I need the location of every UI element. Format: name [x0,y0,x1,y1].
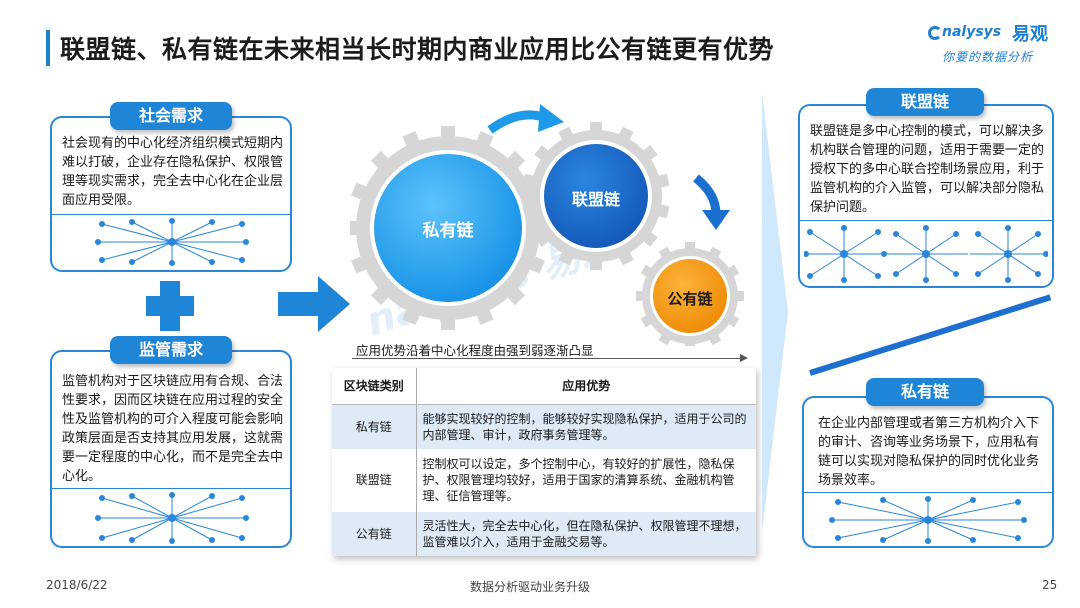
gear-private-label: 私有链 [422,221,474,241]
right-arrow-icon [278,276,350,332]
trend-line [352,358,742,359]
logo-ring-icon [928,26,942,40]
divider-wedge [762,92,788,532]
trend-arrowhead-icon [740,354,748,362]
table-row: 联盟链 控制权可以设定，多个控制中心，有较好的扩展性，隐私保护、权限管理均较好，… [332,448,756,513]
network-diagram-icon [829,496,1027,544]
consortium-divider [800,220,1052,221]
plus-icon-horizontal [146,296,194,316]
logo-chinese-text: 易观 [1012,24,1048,45]
private-box: 在企业内部管理或者第三方机构介入下的审计、咨询等业务场景下，应用私有链可以实现对… [802,396,1054,548]
title-accent-bar [46,30,50,66]
gear-consortium-label: 联盟链 [571,190,620,209]
table-cell-advantage: 能够实现较好的控制，能够较好实现隐私保护，适用于公司的内部管理、审计，政府事务管… [416,404,756,449]
footer-date: 2018/6/22 [46,578,108,592]
table-cell-category: 公有链 [332,512,417,556]
footer-tagline: 数据分析驱动业务升级 [470,580,591,594]
regulatory-demand-box: 监管机构对于区块链应用有合规、合法性要求，因而区块链在应用过程的安全性及监管机构… [50,350,292,548]
page-number: 25 [1042,578,1058,592]
social-demand-text: 社会现有的中心化经济组织模式短期内难以打破，企业存在隐私保护、权限管理等现实需求… [62,136,284,208]
table-cell-category: 私有链 [332,404,417,449]
diagonal-separator [809,294,1052,376]
table-row: 公有链 灵活性大，完全去中心化，但在隐私保护、权限管理不理想，监管难以介入，适用… [332,512,756,556]
multi-center-network-icon [804,225,1048,283]
social-demand-box: 社会现有的中心化经济组织模式短期内难以打破，企业存在隐私保护、权限管理等现实需求… [50,116,292,272]
logo-slogan: 你要的数据分析 [942,50,1034,64]
table-cell-advantage: 灵活性大，完全去中心化，但在隐私保护、权限管理不理想，监管难以介入，适用于金融交… [416,512,756,556]
analysys-logo: nalysys 易观 你要的数据分析 [928,24,1058,70]
table-header-row: 区块链类别 应用优势 [332,368,756,405]
gears-illustration [350,104,744,346]
consortium-text: 联盟链是多中心控制的模式，可以解决多机构联合管理的问题，适用于需要一定的授权下的… [810,124,1045,215]
social-demand-divider [52,214,290,215]
consortium-box: 联盟链是多中心控制的模式，可以解决多机构联合管理的问题，适用于需要一定的授权下的… [798,104,1054,288]
social-demand-label: 社会需求 [110,102,232,130]
table-cell-advantage: 控制权可以设定，多个控制中心，有较好的扩展性，隐私保护、权限管理均较好，适用于国… [422,457,735,504]
table-row: 私有链 能够实现较好的控制，能够较好实现隐私保护，适用于公司的内部管理、审计，政… [332,404,756,449]
table-cell-category: 联盟链 [332,448,417,513]
private-label: 私有链 [866,378,984,406]
private-text: 在企业内部管理或者第三方机构介入下的审计、咨询等业务场景下，应用私有链可以实现对… [818,416,1040,488]
logo-english-text: nalysys [942,24,1002,40]
page-title: 联盟链、私有链在未来相当长时期内商业应用比公有链更有优势 [60,35,775,64]
comparison-table: 区块链类别 应用优势 私有链 能够实现较好的控制，能够较好实现隐私保护，适用于公… [332,368,756,556]
consortium-label: 联盟链 [866,88,984,116]
gear-public-label: 公有链 [667,290,713,308]
regulatory-demand-text: 监管机构对于区块链应用有合规、合法性要求，因而区块链在应用过程的安全性及监管机构… [62,374,284,484]
network-diagram-icon [95,492,249,544]
table-header-category: 区块链类别 [332,368,417,405]
trend-caption: 应用优势沿着中心化程度由强到弱逐渐凸显 [356,343,594,358]
regulatory-demand-label: 监管需求 [110,336,232,364]
private-divider [804,492,1052,493]
regulatory-demand-divider [52,488,290,489]
network-diagram-icon [95,218,249,266]
table-header-advantage: 应用优势 [416,368,756,405]
